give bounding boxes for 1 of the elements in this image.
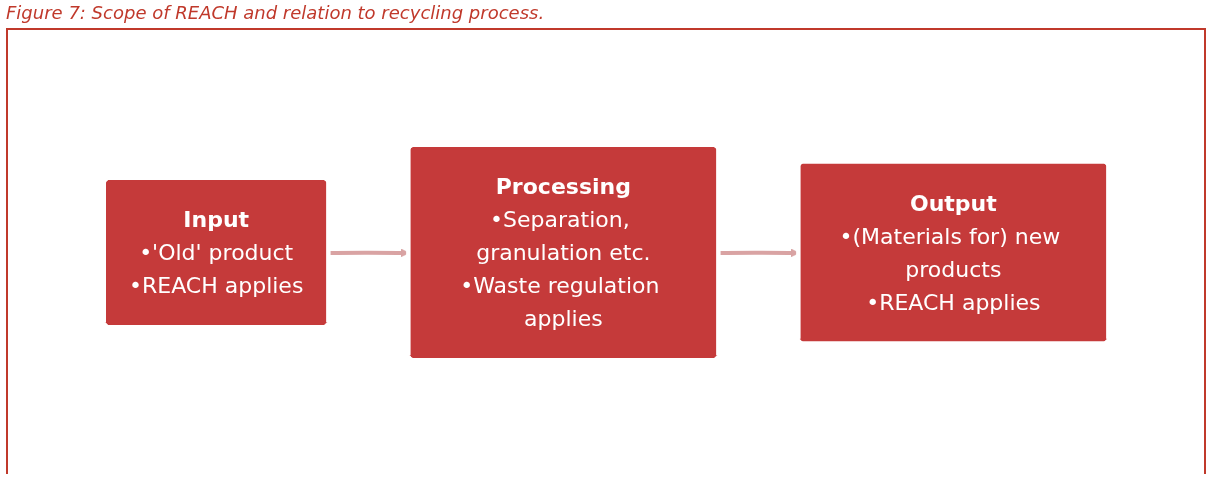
figure-title: Figure 7: Scope of REACH and relation to recycling process. [5,1,546,25]
